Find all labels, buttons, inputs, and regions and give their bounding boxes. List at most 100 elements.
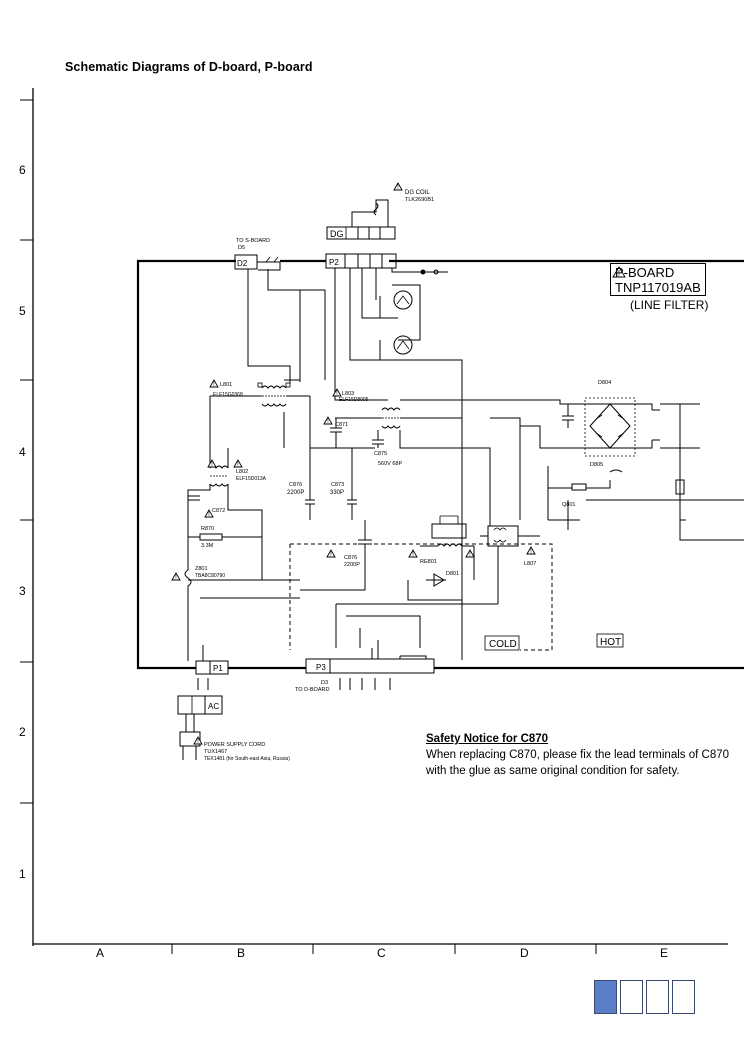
svg-text:!: ! [469,552,471,558]
pboard-part: TNP117019AB [615,280,701,295]
caution-icon [526,546,536,555]
svg-text:!: ! [327,419,329,425]
d801-label: D801 [446,571,459,577]
thermistor-2 [393,335,413,355]
row-label: 5 [19,304,26,318]
z801-fuse [184,560,192,645]
c876-value: 2200P [287,490,304,496]
row-label: 2 [19,725,26,739]
c871-label: C871 [335,422,348,428]
d2-connector-label: D2 [237,259,248,268]
pboard-title-box: P-BOARD TNP117019AB [610,263,706,296]
page-thumb-3[interactable] [646,980,669,1014]
l801-inductor [261,385,287,407]
svg-text:!: ! [211,462,213,468]
dg-coil-label: DG COIL [405,190,430,196]
to-dboard-ref: D3 [321,680,328,686]
p3-connector-shape [305,658,435,674]
page-thumb-2[interactable] [620,980,643,1014]
pboard-label: P-BOARD TNP117019AB (LINE FILTER) [610,263,708,312]
caution-icon [209,379,219,388]
c873-value: 330P [330,490,344,496]
z801-part: TBA8C80790 [195,573,225,579]
page-navigator [594,980,695,1014]
caution-icon [465,549,475,558]
col-label: C [377,946,386,960]
d804-bridge-outline [584,397,636,457]
l802-part: ELF15D013A [236,476,267,482]
caution-icon [393,182,403,191]
d805-label: D805 [590,462,603,468]
r870-label: R870 [201,526,214,532]
r870-resistor [199,533,223,541]
pboard-border [136,259,744,670]
cold-region-label: COLD [489,639,517,650]
col-label: E [660,946,668,960]
re801-relay [431,523,467,539]
to-dboard-label: TO D-BOARD [295,687,329,693]
svg-text:!: ! [330,552,332,558]
l801-label: L801 [220,382,232,388]
l803-label: L803 [342,391,354,397]
safety-notice: Safety Notice for C870 When replacing C8… [426,731,744,779]
ac-connector-label: AC [208,702,219,711]
col-label: B [237,946,245,960]
caution-icon [193,736,203,745]
c876-label: C876 [289,482,302,488]
c875-value: 560V 68P [378,461,402,467]
safety-notice-line1: When replacing C870, please fix the lead… [426,749,730,761]
svg-text:!: ! [237,462,239,468]
d804-bridge [589,403,631,449]
z801-label: Z801 [195,566,208,572]
svg-text:!: ! [197,739,199,745]
hot-region-label: HOT [600,637,621,648]
c870-value: 2200P [344,562,360,568]
caution-icon [408,549,418,558]
caution-icon [332,388,342,397]
l803-part: ELF15D8005 [339,397,369,403]
svg-text:!: ! [530,549,532,555]
p2-connector-shape [325,253,397,269]
p1-connector-label: P1 [213,664,223,673]
l807-component [487,525,519,547]
svg-text:!: ! [397,185,399,191]
c870-label: C876 [344,555,357,561]
r870-value: 3.3M [201,543,214,549]
caution-icon [204,509,214,518]
svg-text:!: ! [412,552,414,558]
row-label: 3 [19,584,26,598]
p1-connector-shape [195,660,229,675]
row-label: 6 [19,163,26,177]
l803-inductor [381,407,401,429]
svg-text:!: ! [618,269,620,278]
row-label: 1 [19,867,26,881]
caution-icon [612,266,626,278]
safety-notice-line2: with the glue as same original condition… [426,765,680,777]
hot-cold-boundary [290,543,553,651]
l802-label: L802 [236,469,248,475]
safety-notice-title: Safety Notice for C870 [426,733,549,745]
svg-text:!: ! [208,512,210,518]
page-thumb-4[interactable] [672,980,695,1014]
row-label: 4 [19,445,26,459]
svg-text:!: ! [213,382,215,388]
to-sboard-label: TO S-BOARD [236,238,270,244]
d804-label: D804 [598,380,611,386]
dg-connector-label: DG [330,229,344,239]
page-thumb-1[interactable] [594,980,617,1014]
svg-text:!: ! [336,391,338,397]
pboard-subtitle: (LINE FILTER) [630,298,709,312]
c872-label: C872 [212,508,225,514]
page-title: Schematic Diagrams of D-board, P-board [65,60,313,74]
caution-icon [171,572,181,581]
caution-icon [326,549,336,558]
l807-label: L807 [524,561,536,567]
caution-icon [207,459,217,468]
pboard-name: P-BOARD [615,265,675,280]
re801-label: RE801 [420,559,437,565]
caution-icon [323,416,333,425]
to-sboard-ref: D5 [238,245,245,251]
dg-coil-part: TLK2690B1 [405,197,434,203]
power-cord-part2: TEX1481 (for South-east Asia, Russia) [204,756,290,762]
